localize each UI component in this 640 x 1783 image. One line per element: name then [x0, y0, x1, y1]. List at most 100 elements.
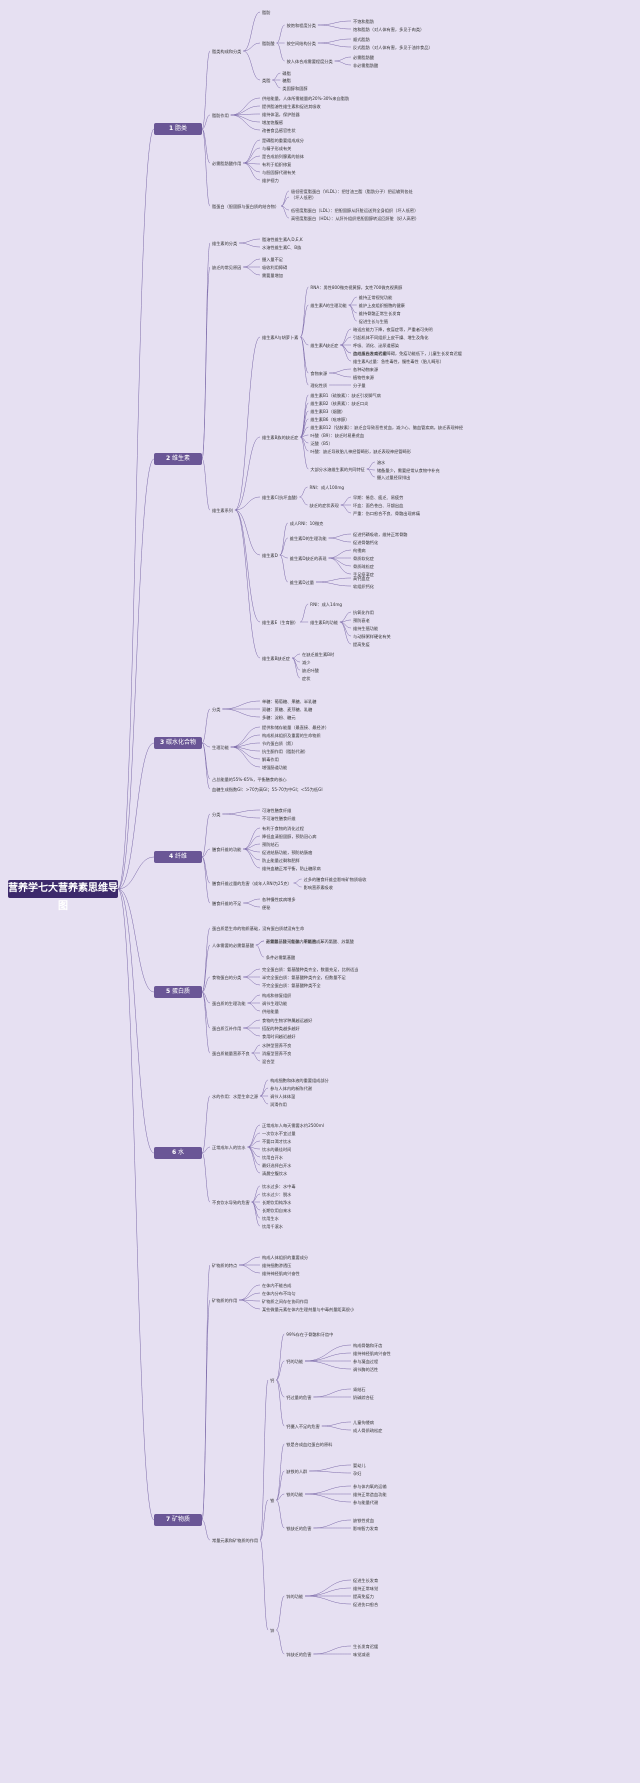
section-node: 7 矿物质 [154, 1514, 202, 1526]
map-node-l2: 消瘦型营养不良 [262, 1050, 292, 1056]
mindmap-link [279, 554, 288, 559]
mindmap-link [201, 976, 211, 993]
section-label: 维生素 [170, 455, 191, 462]
map-node-l4: 与动脉粥样硬化有关 [353, 633, 391, 639]
mindmap-link [239, 1256, 261, 1266]
mindmap-link [300, 394, 309, 438]
map-node-l4: 抗氧化作用 [353, 609, 374, 615]
map-node-l2: 过多的膳食纤维会影响矿物质吸收 [303, 876, 367, 882]
mindmap-link [293, 878, 302, 884]
map-node-l2: 双糖：蔗糖、麦芽糖、乳糖 [262, 706, 313, 712]
map-node-l3: RNI：成人14mg [310, 601, 343, 607]
mindmap-link [201, 742, 211, 748]
mindmap-link [291, 653, 301, 659]
map-node-l1: 维生素的分类 [212, 240, 238, 246]
map-node-l2: 维护视力 [262, 177, 279, 183]
map-node-l2: 搭配的种类越多越好 [262, 1025, 300, 1031]
map-node-l1: 膳食纤维过量的危害（成年人RNI为25克） [212, 880, 292, 886]
map-node-l2: 不要口渴才饮水 [262, 1138, 292, 1144]
section-label: 水 [176, 1149, 185, 1156]
mindmap-link [279, 537, 288, 556]
mindmap-link [251, 1201, 261, 1219]
mindmap-link [259, 1499, 269, 1541]
mindmap-link [117, 856, 155, 890]
mindmap-link [300, 436, 309, 470]
mindmap-link [230, 114, 261, 131]
map-node-l2: 维生素A与胡萝卜素 [262, 334, 299, 340]
map-node-l4: 参与凝血过程 [353, 1358, 379, 1364]
mindmap-link [309, 1464, 352, 1472]
mindmap-link [243, 162, 261, 173]
map-node-l2: 可溶性膳食纤维 [262, 807, 292, 813]
map-node-l4: 骨质疏松症 [353, 563, 374, 569]
mindmap-link [117, 742, 155, 890]
map-node-l3: 缺乏的症状表现 [309, 502, 339, 508]
map-node-l2: 抗生酮作用（脂肪代谢） [262, 748, 309, 754]
map-node-l2: 维生素C(抗坏血酸) [262, 494, 298, 500]
mindmap-link [201, 742, 211, 780]
map-node-l1: 膳食纤维的不足 [212, 900, 242, 906]
section-node: 6 水 [154, 1147, 202, 1159]
map-node-l1: 人体需要的必需氨基酸 [212, 942, 254, 948]
map-node-l3: 叶酸：缺乏导致胎儿神经管畸形，缺乏表现神经管畸形 [310, 448, 411, 454]
mindmap-link [222, 813, 261, 819]
map-node-l4: 味觉减退 [353, 1651, 370, 1657]
map-node-l2: 在体内不能合成 [262, 1282, 292, 1288]
map-node-l3: 维生素A的生理功能 [310, 302, 347, 308]
map-node-l2: 正常成年人每天需要水约2500ml [262, 1122, 324, 1128]
map-node-l2: 脂溶性维生素A,D,E,K [262, 236, 303, 242]
mindmap-link [340, 504, 352, 514]
mindmap-link [276, 1470, 285, 1501]
mindmap-link [299, 486, 308, 498]
map-node-l2: 脂肪 [262, 9, 271, 15]
map-node-l2: 脂肪酸 [262, 40, 275, 46]
mindmap-link [243, 848, 261, 869]
mindmap-link [201, 813, 211, 858]
map-node-l3: 钙的功能 [286, 1358, 304, 1364]
section-label: 脂类 [173, 125, 188, 132]
mindmap-link [239, 238, 261, 244]
map-node-l2: 矿物质之间存在协同作用 [262, 1298, 309, 1304]
mindmap-link [243, 11, 261, 52]
map-node-l4: 提高免疫力 [353, 1593, 374, 1599]
map-node-l2: 增加饱腹感 [262, 119, 283, 125]
map-node-l4: 维持骨骼正常生长发育 [358, 310, 401, 316]
map-node-l2: 一次饮水不宜过量 [262, 1130, 296, 1136]
mindmap-link [321, 1425, 352, 1431]
map-node-l3: 维生素B2（核黄素）：缺乏口炎 [310, 400, 369, 406]
mindmap-link [317, 42, 352, 48]
map-node-l4: 反式脂肪（对人体有害，多见于油炸食品） [353, 44, 433, 50]
map-node-l1: 常量元素和矿物质的作用 [212, 1537, 259, 1543]
section-node: 1 脂类 [154, 123, 202, 135]
root-node: 营养学七大营养素思维导图 [8, 880, 118, 912]
mindmap-link [243, 1019, 261, 1029]
map-node-l2: 最好选择白开水 [262, 1162, 292, 1168]
section-number: 6 [171, 1149, 177, 1156]
map-node-l1: 分类 [212, 811, 221, 817]
section-number: 1 [168, 125, 174, 132]
map-node-l4: 各种动物来源 [353, 366, 379, 372]
mindmap-link [243, 139, 261, 164]
mindmap-link [328, 549, 352, 559]
mindmap-link [251, 1044, 261, 1054]
map-node-l4: 参与能量代谢 [353, 1499, 379, 1505]
map-node-l1: 蛋白质的生理功能 [212, 1000, 246, 1006]
map-node-l3: 维生素B6（吡哆醇） [310, 416, 350, 422]
mindmap-link [366, 461, 375, 470]
map-node-l4: 佝偻病 [353, 547, 366, 553]
map-node-l2: 混合型 [262, 1058, 275, 1064]
mindmap-link [328, 537, 352, 543]
mindmap-link [329, 372, 352, 378]
map-node-l3: 在缺乏维生素B时 [302, 651, 335, 657]
map-node-l2: 摄入量不足 [262, 256, 283, 262]
mindmap-link [317, 24, 352, 30]
map-node-l4: 维护上皮组织细胞的健康 [358, 302, 405, 308]
map-node-l2: 饮用生水 [262, 1215, 279, 1221]
map-node-l2: 构成机体组织及重要的生命物质 [262, 732, 321, 738]
map-node-l2: 参与人体内的新陈代谢 [270, 1085, 312, 1091]
map-node-l1: 不良饮水导致的危害 [212, 1199, 250, 1205]
map-node-l1: 占总能量的55%-65%，平衡膳食的核心 [212, 776, 287, 782]
map-node-l4: 维生素A过量：急性毒性，慢性毒性（胎儿畸形） [353, 358, 444, 364]
map-node-l3: 维生素B1（硫胺素）：缺乏引发脚气病 [310, 392, 381, 398]
map-node-l3: 成人RNI：10微克 [289, 520, 324, 526]
